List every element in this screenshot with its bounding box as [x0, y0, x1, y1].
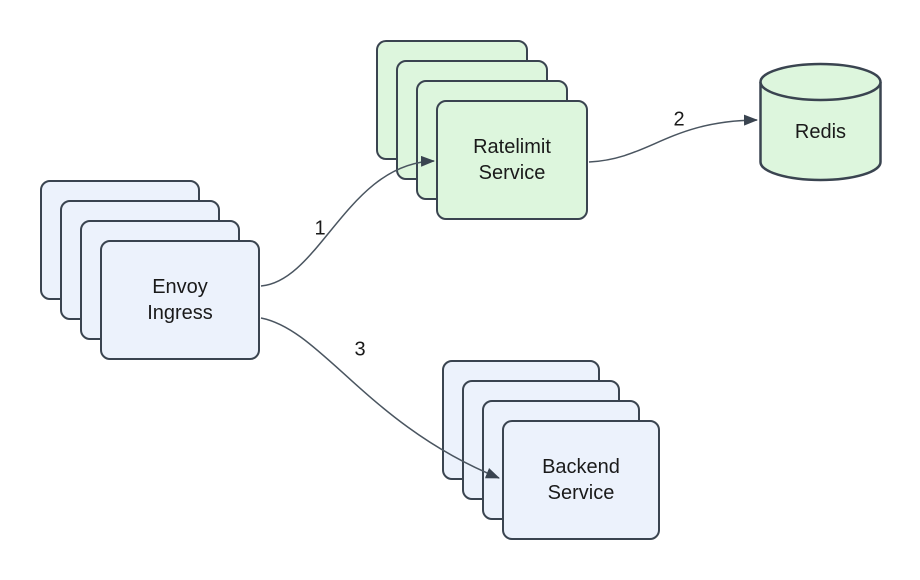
database-cylinder-icon: [759, 62, 882, 182]
node-ratelimit-service-box: [436, 100, 588, 220]
node-backend-service-box: [502, 420, 660, 540]
edge-label-2: 2: [673, 108, 685, 131]
node-envoy-ingress-box: [100, 240, 260, 360]
edge-label-1: 1: [314, 217, 326, 240]
node-redis: Redis: [759, 62, 882, 182]
edge-label-3: 3: [354, 338, 366, 361]
